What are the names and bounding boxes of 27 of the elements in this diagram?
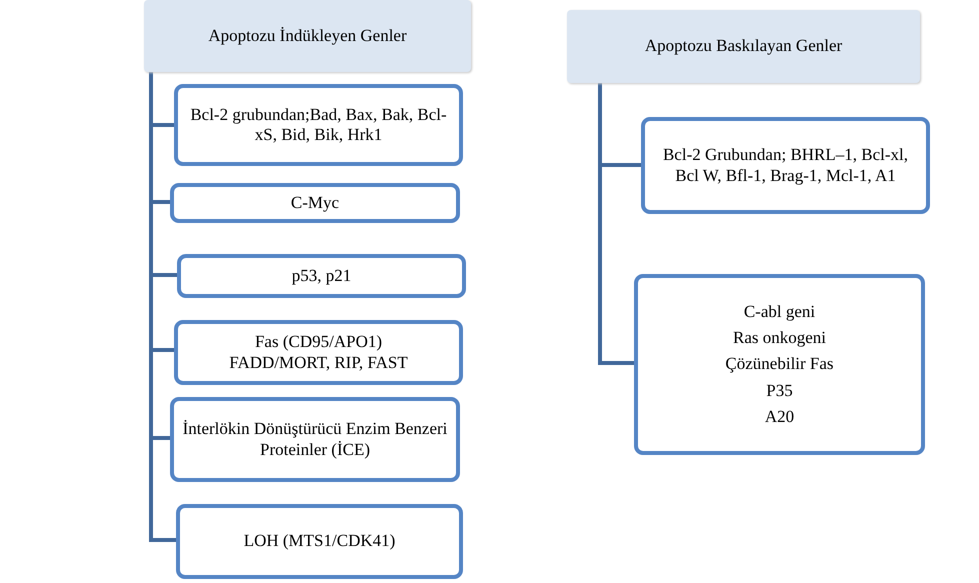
gene-group-box: [634, 274, 925, 455]
gene-list-text: P35: [766, 380, 793, 402]
gene-group-box: [174, 84, 463, 166]
gene-list-text: FADD/MORT, RIP, FAST: [229, 352, 408, 373]
gene-list-text: Çözünebilir Fas: [725, 354, 834, 375]
gene-list-text: C-abl geni: [744, 302, 816, 322]
category-header-box: [567, 10, 920, 83]
gene-group-box: [177, 254, 466, 298]
gene-list-text: p53, p21: [292, 266, 352, 286]
gene-list-text: A20: [764, 407, 794, 428]
gene-group-box: [176, 504, 463, 579]
gene-list-text: İnterlökin Dönüştürücü Enzim Benzeri Proteinler (İCE): [182, 419, 448, 460]
connector-line: [598, 83, 634, 365]
gene-group-box: [170, 183, 460, 223]
gene-group-box: [174, 320, 463, 385]
connector-line: [149, 72, 176, 542]
gene-group-box: [641, 117, 930, 214]
gene-group-box: [170, 397, 460, 482]
header-text: Apoptozu İndükleyen Genler: [208, 26, 407, 46]
category-header-box: [144, 0, 471, 72]
gene-list-text: Bcl-2 grubundan;Bad, Bax, Bak, Bcl-xS, Bid, Bik, Hrk1: [189, 104, 448, 146]
header-text: Apoptozu Baskılayan Genler: [644, 36, 842, 57]
gene-list-text: Ras onkogeni: [732, 328, 826, 348]
gene-list-text: Fas (CD95/APO1): [254, 332, 382, 352]
gene-list-text: Bcl-2 Grubundan; BHRL–1, Bcl-xl, Bcl W, Bfl-1, Brag-1, Mcl-1, A1: [662, 145, 910, 186]
gene-list-text: C-Myc: [290, 192, 340, 214]
gene-list-text: LOH (MTS1/CDK41): [244, 531, 396, 552]
